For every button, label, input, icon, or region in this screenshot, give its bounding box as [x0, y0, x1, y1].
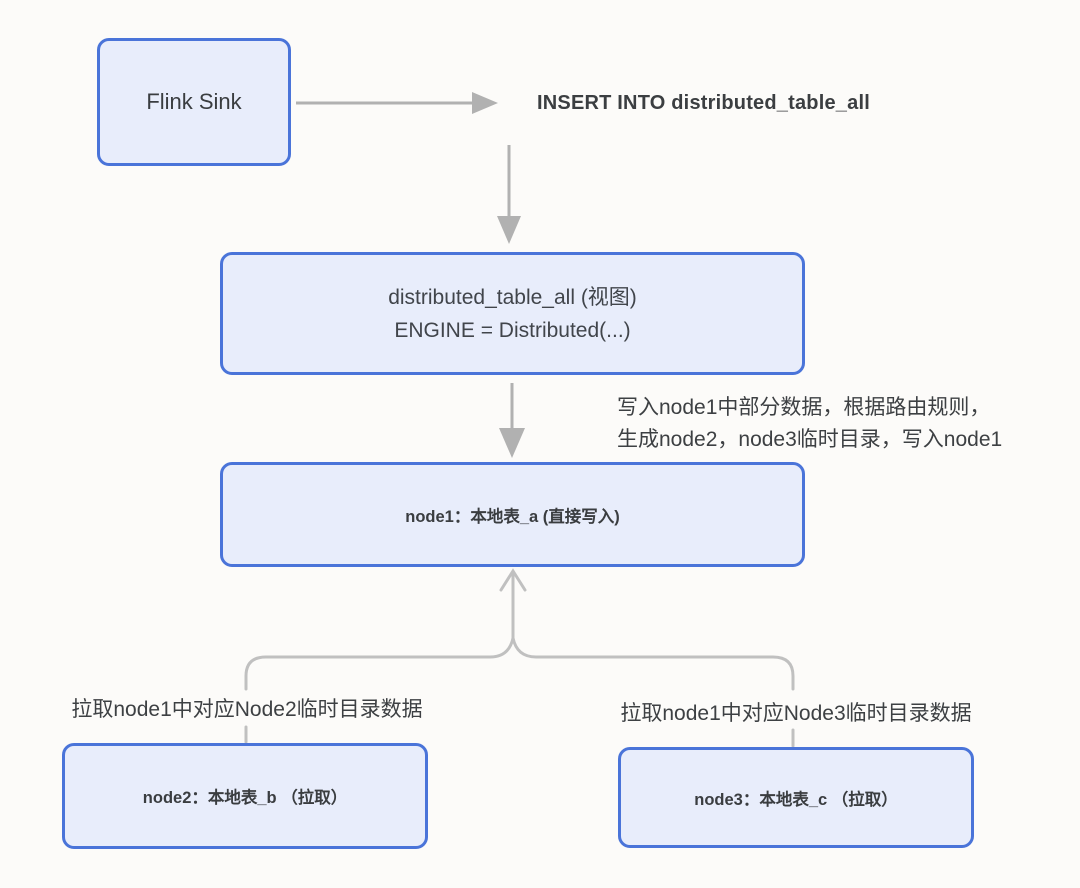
- pull-node3-label: 拉取node1中对应Node3临时目录数据: [620, 702, 972, 725]
- routing-annotation-line2: 生成node2，node3临时目录，写入node1: [617, 428, 1003, 451]
- distributed-table-name: distributed_table_all (视图): [388, 285, 637, 309]
- arrow-flink-to-insert: [296, 92, 498, 114]
- node1-box: node1：本地表_a (直接写入): [220, 462, 805, 567]
- arrow-dist-to-node1: [499, 383, 525, 458]
- node2-box: node2：本地表_b （拉取）: [62, 743, 428, 849]
- arrow-insert-to-dist: [497, 145, 521, 244]
- up-arrowhead: [499, 568, 527, 592]
- flink-sink-label: Flink Sink: [146, 89, 242, 114]
- distributed-table-engine: ENGINE = Distributed(...): [394, 318, 631, 342]
- node2-label: node2：本地表_b （拉取）: [142, 789, 348, 807]
- routing-annotation: 写入node1中部分数据，根据路由规则， 生成node2，node3临时目录，写…: [617, 392, 1002, 456]
- node3-label: node3：本地表_c （拉取）: [694, 790, 898, 809]
- insert-sql-label: INSERT INTO distributed_table_all: [537, 92, 870, 114]
- flink-sink-node: Flink Sink: [97, 38, 291, 166]
- pull-node2-label: 拉取node1中对应Node2临时目录数据: [71, 698, 423, 721]
- node1-label: node1：本地表_a (直接写入): [405, 507, 620, 526]
- node3-box: node3：本地表_c （拉取）: [618, 747, 974, 848]
- routing-annotation-line1: 写入node1中部分数据，根据路由规则，: [617, 396, 991, 419]
- distributed-table-node: distributed_table_all (视图) ENGINE = Dist…: [220, 252, 805, 375]
